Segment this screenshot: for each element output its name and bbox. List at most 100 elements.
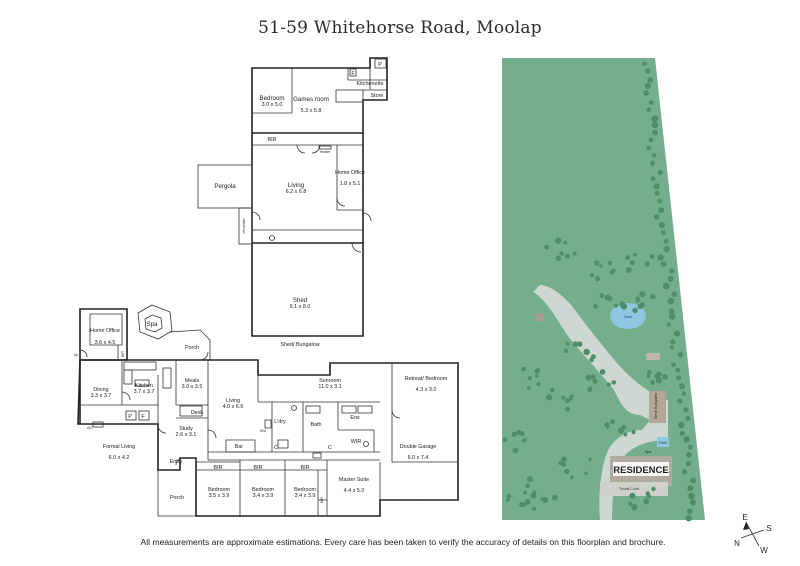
tree-icon <box>540 497 544 501</box>
tree-icon <box>506 493 512 499</box>
tree-icon <box>646 374 651 379</box>
tree-icon <box>561 462 567 468</box>
tree-icon <box>671 291 678 297</box>
tree-icon <box>589 273 595 278</box>
tree-icon <box>599 264 603 268</box>
tree-icon <box>651 486 656 492</box>
room-dims: 6.2 x 6.8 <box>286 189 307 195</box>
tree-icon <box>651 121 659 129</box>
tree-icon <box>651 115 659 123</box>
tree-icon <box>536 382 541 387</box>
room-dims: 3.0 x 3.5 <box>182 384 203 390</box>
room-label: BIR <box>268 137 277 143</box>
tree-canopy <box>502 61 697 522</box>
compass-west: W <box>760 546 768 555</box>
tree-icon <box>654 190 660 196</box>
tree-icon <box>599 293 605 298</box>
tree-icon <box>594 260 600 266</box>
tree-icon <box>685 460 692 467</box>
room-label: Living <box>226 398 240 404</box>
tree-icon <box>614 303 618 308</box>
tree-icon <box>639 291 646 298</box>
residence-label-box <box>613 462 669 476</box>
tree-icon <box>587 386 593 392</box>
tree-icon <box>607 260 613 266</box>
room-label: BIR <box>254 465 263 471</box>
room-label: Store <box>371 93 384 99</box>
tree-icon <box>527 476 533 483</box>
page-title: 51-59 Whitehorse Road, Moolap <box>258 18 542 38</box>
tree-icon <box>561 456 567 463</box>
tree-icon <box>675 367 681 373</box>
room-label: Bedroom <box>259 95 284 102</box>
fixture-label: P <box>378 62 382 68</box>
room-label: Sunroom <box>319 378 341 384</box>
room-label: Home Office <box>335 170 365 176</box>
room-dims: 6.0 x 4.2 <box>109 455 130 461</box>
fixture-label: F <box>141 414 145 420</box>
room-label: Living <box>288 182 305 189</box>
room-label: Verandah <box>242 218 246 233</box>
room-label: Games room <box>293 96 329 103</box>
tree-icon <box>555 255 562 262</box>
tree-icon <box>563 348 569 353</box>
tree-icon <box>688 492 695 500</box>
tree-icon <box>591 354 596 360</box>
room-dims: 4.3 x 3.0 <box>416 387 437 393</box>
room-dims: 3.5 x 3.9 <box>209 493 230 499</box>
tree-icon <box>644 261 650 267</box>
tree-icon <box>676 375 682 381</box>
tree-icon <box>681 469 688 475</box>
room-label: C <box>274 445 278 451</box>
room-dims: 1.8 x 5.1 <box>340 181 361 187</box>
tree-icon <box>631 430 636 435</box>
tree-icon <box>531 506 537 511</box>
tree-icon <box>605 424 610 429</box>
room-dims: 4.4 x 5.0 <box>344 488 365 494</box>
tree-icon <box>534 374 539 378</box>
site-plan: RESIDENCE Dam Shed/ Bungalow Spa Pool Te… <box>502 58 705 522</box>
compass-east: E <box>742 513 747 522</box>
room-dims: 3.0 x 5.0 <box>262 102 283 108</box>
tree-icon <box>653 183 660 190</box>
compass-south: S <box>766 524 771 533</box>
room-label: C <box>328 445 332 451</box>
tree-icon <box>519 501 525 508</box>
tree-icon <box>645 68 651 74</box>
tree-icon <box>663 238 669 244</box>
room-dims: 9.1 x 8.0 <box>290 304 311 310</box>
tree-icon <box>648 100 654 105</box>
land-parcel <box>502 58 705 520</box>
tree-icon <box>506 498 510 502</box>
tree-icon <box>588 457 592 462</box>
tree-icon <box>619 301 626 308</box>
room-label: BIR <box>301 465 310 471</box>
room-dims: 3.3 x 3.7 <box>91 393 112 399</box>
tree-icon <box>674 330 681 337</box>
room-label: Bedroom <box>294 487 316 493</box>
fixture-label: P <box>128 414 132 420</box>
room-dims: 2.6 x 3.1 <box>176 432 197 438</box>
tree-icon <box>564 398 570 404</box>
tree-icon <box>658 207 665 214</box>
tree-icon <box>642 61 647 66</box>
tree-icon <box>650 176 656 182</box>
room-dims: 3.4 x 3.9 <box>253 493 274 499</box>
tree-icon <box>519 431 525 437</box>
tree-icon <box>551 494 558 501</box>
room-label: BIR <box>320 497 324 503</box>
pool-label: Pool <box>659 441 666 445</box>
room-label: Shed <box>293 297 308 304</box>
tree-icon <box>647 77 654 83</box>
tree-icon <box>660 261 667 267</box>
room-dims: 3.6 x 4.5 <box>95 340 116 346</box>
room-label: Formal Living <box>103 444 135 450</box>
tree-icon <box>677 398 683 404</box>
fixture-label: Desk <box>191 410 204 416</box>
tree-icon <box>577 341 583 347</box>
tree-icon <box>511 431 517 437</box>
fixture-label: WM <box>260 429 266 433</box>
tree-icon <box>655 377 662 384</box>
tree-icon <box>569 394 574 399</box>
tree-icon <box>631 504 638 511</box>
